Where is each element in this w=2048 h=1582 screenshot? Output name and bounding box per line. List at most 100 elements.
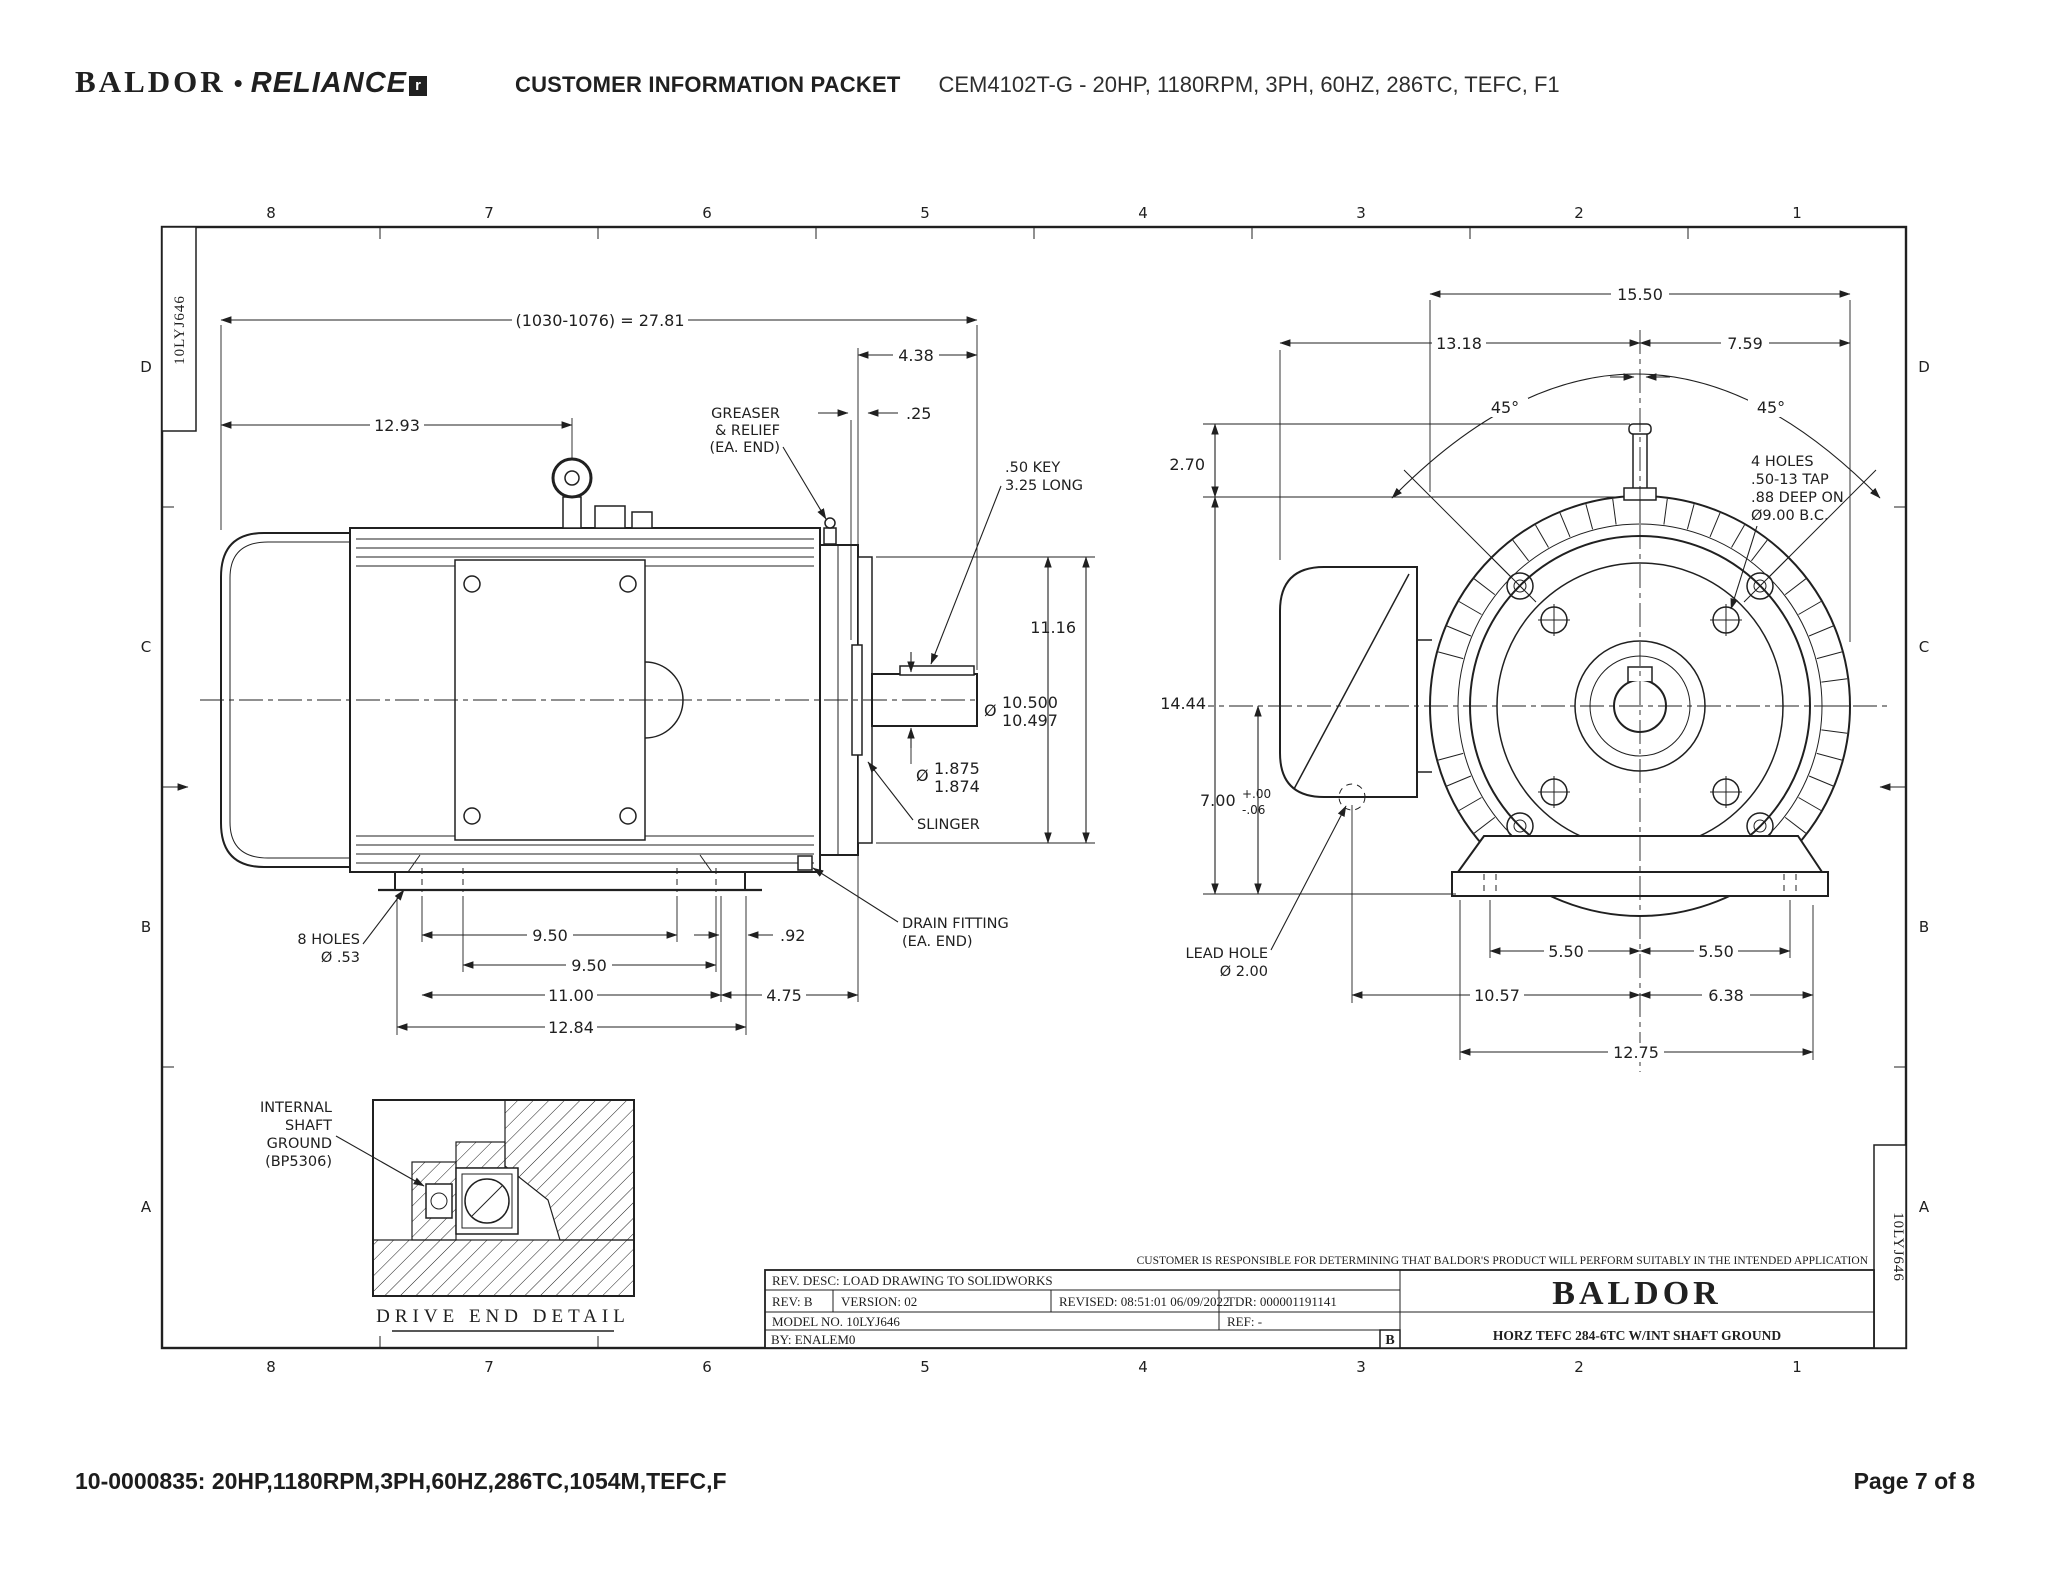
dim-feet-ba: 11.00	[548, 986, 594, 1005]
lead-hole-note: LEAD HOLE Ø 2.00	[1186, 946, 1269, 980]
drawing-description: HORZ TEFC 284-6TC W/INT SHAFT GROUND	[1493, 1328, 1781, 1343]
title-block: CUSTOMER IS RESPONSIBLE FOR DETERMINING …	[764, 1255, 1875, 1349]
ref: REF: -	[1227, 1314, 1262, 1329]
registered-mark-icon: r	[408, 76, 427, 96]
drain-fitting	[797, 855, 813, 871]
grease-fitting	[823, 527, 837, 545]
foot-hole-slots	[421, 868, 717, 892]
dim-feet-a: 9.50	[532, 926, 568, 945]
dim-box-center: 10.57	[1474, 986, 1520, 1005]
key-note-line1: .50 KEY	[1005, 460, 1060, 476]
zone-labels-bottom: 8 7 6 5 4 3 2 1	[266, 1358, 1802, 1376]
zone-label: 4	[1138, 1358, 1148, 1376]
shaft-ground-note: INTERNAL SHAFT GROUND (BP5306)	[260, 1100, 332, 1170]
by: BY: ENALEM0	[771, 1332, 855, 1347]
rev: REV: B	[772, 1294, 813, 1309]
page-footer: 10-0000835: 20HP,1180RPM,3PH,60HZ,286TC,…	[75, 1468, 1975, 1495]
angle-arc	[1391, 373, 1881, 499]
zone-labels-sides: D C B A D C B A	[140, 358, 1930, 1216]
svg-text:.50-13 TAP: .50-13 TAP	[1751, 472, 1829, 488]
svg-text:Ø .53: Ø .53	[321, 950, 360, 966]
dim-12-93: 12.93	[374, 416, 420, 435]
zone-label: 8	[266, 204, 276, 222]
page-header: BALDOR • RELIANCE r CUSTOMER INFORMATION…	[75, 64, 1975, 100]
zone-label: 1	[1792, 1358, 1802, 1376]
dim-foot-face: 4.75	[766, 986, 802, 1005]
zone-labels-top: 8 7 6 5 4 3 2 1	[266, 204, 1802, 222]
rev-desc: REV. DESC: LOAD DRAWING TO SOLIDWORKS	[772, 1273, 1053, 1288]
zone-label: 5	[920, 204, 930, 222]
dim-feet-total: 12.84	[548, 1018, 594, 1037]
responsibility-note: CUSTOMER IS RESPONSIBLE FOR DETERMINING …	[1137, 1255, 1869, 1267]
dim-foot-left: 5.50	[1548, 942, 1584, 961]
dim-ak-lower: 10.497	[1002, 711, 1058, 730]
slinger-label: SLINGER	[917, 817, 980, 833]
svg-text:Ø9.00 B.C.: Ø9.00 B.C.	[1751, 508, 1829, 524]
dim-overall-length: (1030-1076) = 27.81	[515, 311, 684, 330]
zone-label: 5	[920, 1358, 930, 1376]
revised: REVISED: 08:51:01 06/09/2022	[1059, 1294, 1229, 1309]
dim-half-left: 13.18	[1436, 334, 1482, 353]
dim-angle-right: 45°	[1757, 398, 1785, 417]
svg-text:& RELIEF: & RELIEF	[715, 423, 780, 439]
svg-text:LEAD HOLE: LEAD HOLE	[1186, 946, 1269, 962]
footer-page-number: Page 7 of 8	[1853, 1468, 1975, 1494]
zone-label: 6	[702, 1358, 712, 1376]
dim-shaft-dia-lower: 1.874	[934, 777, 980, 796]
tapped-holes	[1538, 604, 1742, 808]
dim-shaft-ext: 4.38	[898, 346, 934, 365]
doc-number-vertical: 10LYJ646	[1890, 1212, 1906, 1282]
doc-number-box-topleft	[161, 226, 197, 432]
dim-stud-height: 2.70	[1169, 455, 1205, 474]
greaser-note: GREASER & RELIEF (EA. END)	[709, 406, 780, 456]
shaft-ground-spring	[425, 1183, 453, 1219]
version: VERSION: 02	[841, 1294, 917, 1309]
diameter-symbol: Ø	[984, 701, 997, 720]
zone-label: 1	[1792, 204, 1802, 222]
dim-overall-height: 14.44	[1160, 694, 1206, 713]
svg-text:(BP5306): (BP5306)	[265, 1154, 332, 1170]
zone-label: 3	[1356, 1358, 1366, 1376]
conduit-plug	[631, 511, 653, 529]
dim-tol-minus: -.06	[1242, 803, 1265, 817]
zone-label: C	[141, 638, 151, 656]
dim-center-height: 7.00	[1200, 791, 1236, 810]
eyebolt-stem	[562, 496, 582, 529]
svg-text:GROUND: GROUND	[267, 1136, 332, 1152]
dim-shaft-dia-upper: 1.875	[934, 759, 980, 778]
zone-label: 3	[1356, 204, 1366, 222]
detail-caption: DRIVE END DETAIL	[376, 1306, 630, 1327]
drain-note-line1: DRAIN FITTING	[902, 916, 1009, 932]
side-view	[200, 457, 1010, 892]
zone-label: A	[1919, 1198, 1930, 1216]
svg-text:.88 DEEP ON: .88 DEEP ON	[1751, 490, 1844, 506]
lead-hole	[1338, 783, 1366, 811]
dim-center-edge: 6.38	[1708, 986, 1744, 1005]
drain-note-line2: (EA. END)	[902, 934, 973, 950]
zone-label: 4	[1138, 204, 1148, 222]
doc-number-vertical: 10LYJ646	[172, 295, 188, 365]
dim-frame-width: 15.50	[1617, 285, 1663, 304]
conduit-box	[1279, 566, 1432, 811]
dim-ak-upper: 10.500	[1002, 693, 1058, 712]
packet-title: CUSTOMER INFORMATION PACKET	[514, 72, 901, 97]
lifting-eyebolt	[551, 457, 593, 499]
conduit-plug	[594, 505, 626, 529]
dim-feet-b: 9.50	[571, 956, 607, 975]
zone-label: 2	[1574, 204, 1584, 222]
model-title: CEM4102T-G - 20HP, 1180RPM, 3PH, 60HZ, 2…	[938, 72, 1560, 97]
logo-dot-icon: •	[233, 68, 243, 98]
shaft-key	[899, 665, 975, 676]
zone-label: 8	[266, 1358, 276, 1376]
dim-foot-right: 5.50	[1698, 942, 1734, 961]
doc-number-box-bottomright	[1873, 1144, 1907, 1349]
zone-label: B	[141, 918, 151, 936]
zone-label: D	[140, 358, 152, 376]
zone-label: B	[1919, 918, 1929, 936]
zone-label: 7	[484, 204, 494, 222]
keyway	[1627, 666, 1653, 682]
drive-end-detail: INTERNAL SHAFT GROUND (BP5306) DRIVE END…	[260, 1099, 635, 1332]
rev-letter-box: B	[1385, 1333, 1394, 1348]
svg-text:SHAFT: SHAFT	[285, 1118, 332, 1134]
